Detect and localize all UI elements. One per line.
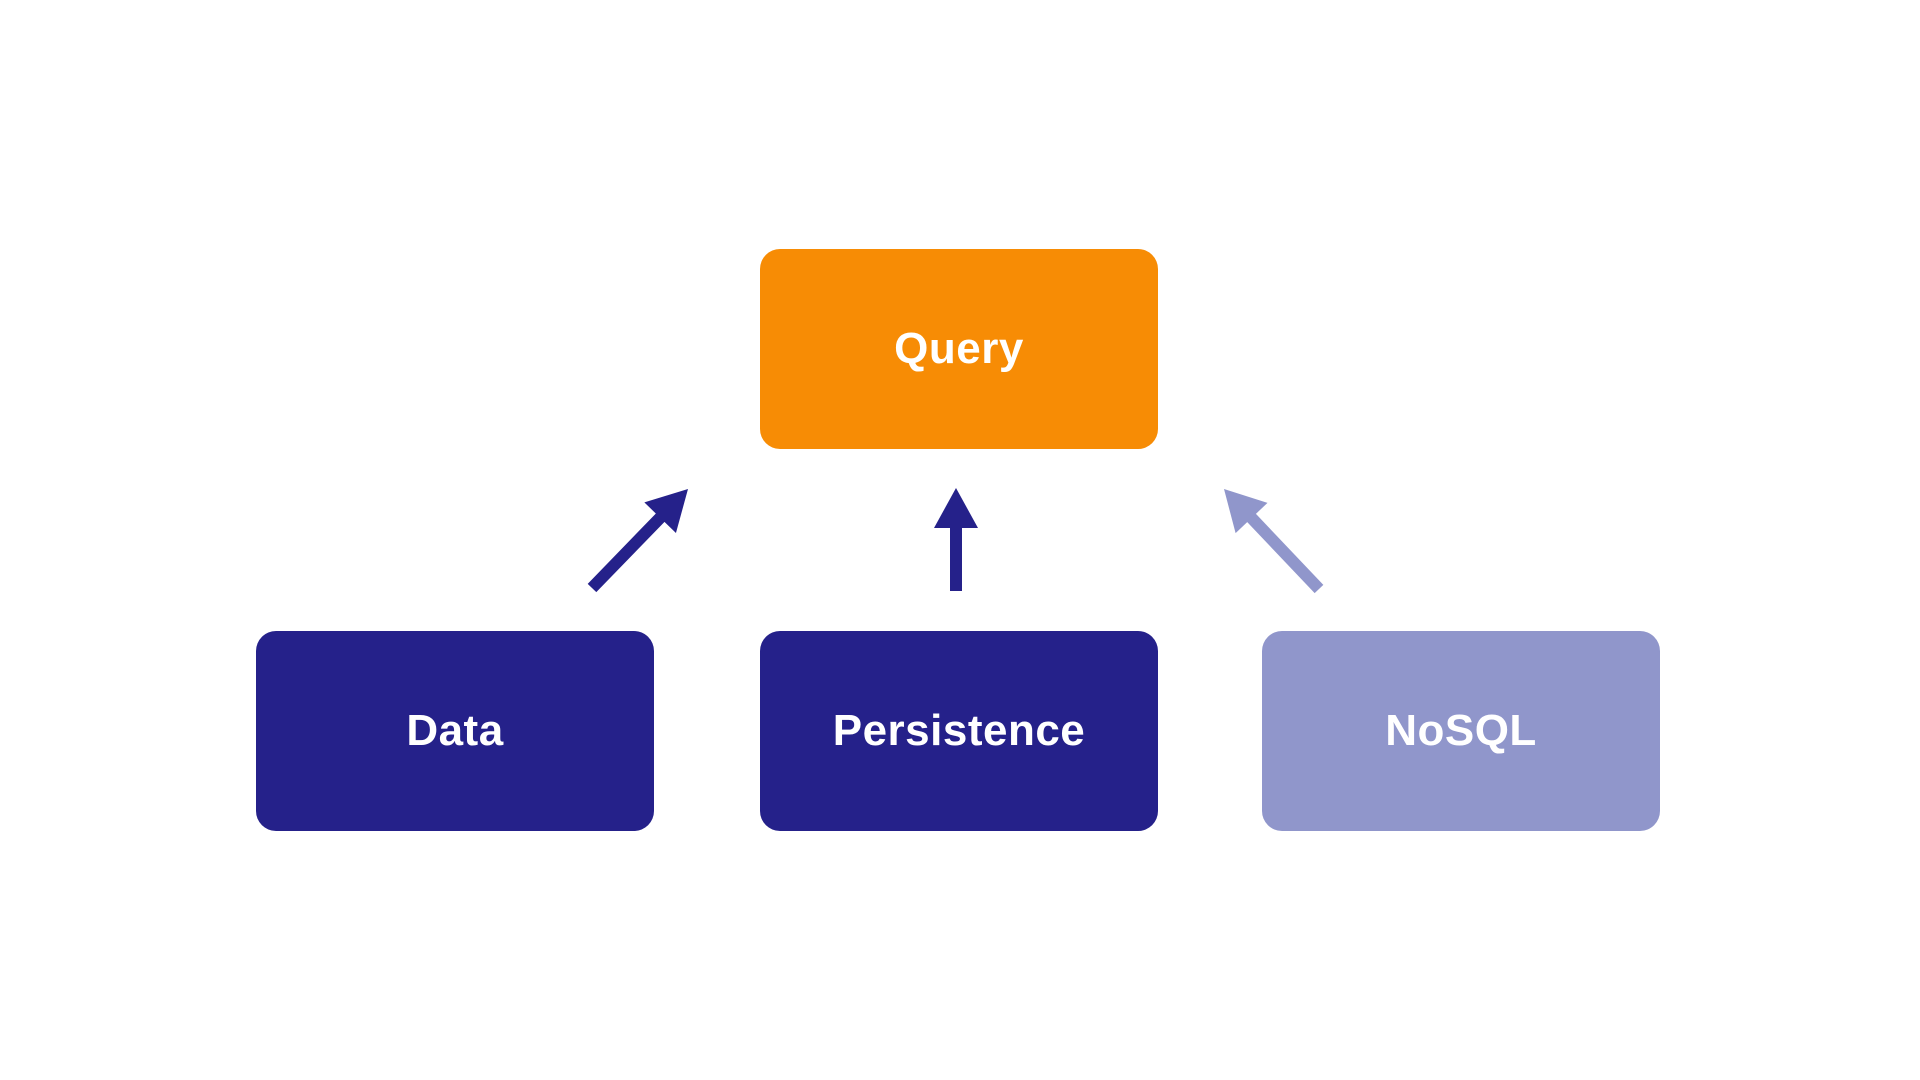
arrow-persistence-to-query	[934, 488, 978, 591]
node-nosql-label: NoSQL	[1385, 706, 1537, 755]
node-query: Query	[760, 249, 1158, 449]
arrow-data-to-query	[587, 489, 688, 593]
node-persistence: Persistence	[760, 631, 1158, 831]
arrowhead-icon	[934, 488, 978, 528]
node-query-label: Query	[894, 324, 1024, 373]
arrowhead-icon	[1224, 489, 1268, 534]
node-data: Data	[256, 631, 654, 831]
node-persistence-label: Persistence	[832, 706, 1086, 755]
node-nosql: NoSQL	[1262, 631, 1660, 831]
arrow-nosql-to-query	[1224, 489, 1324, 594]
node-data-label: Data	[406, 706, 504, 755]
arrowhead-icon	[644, 489, 688, 534]
